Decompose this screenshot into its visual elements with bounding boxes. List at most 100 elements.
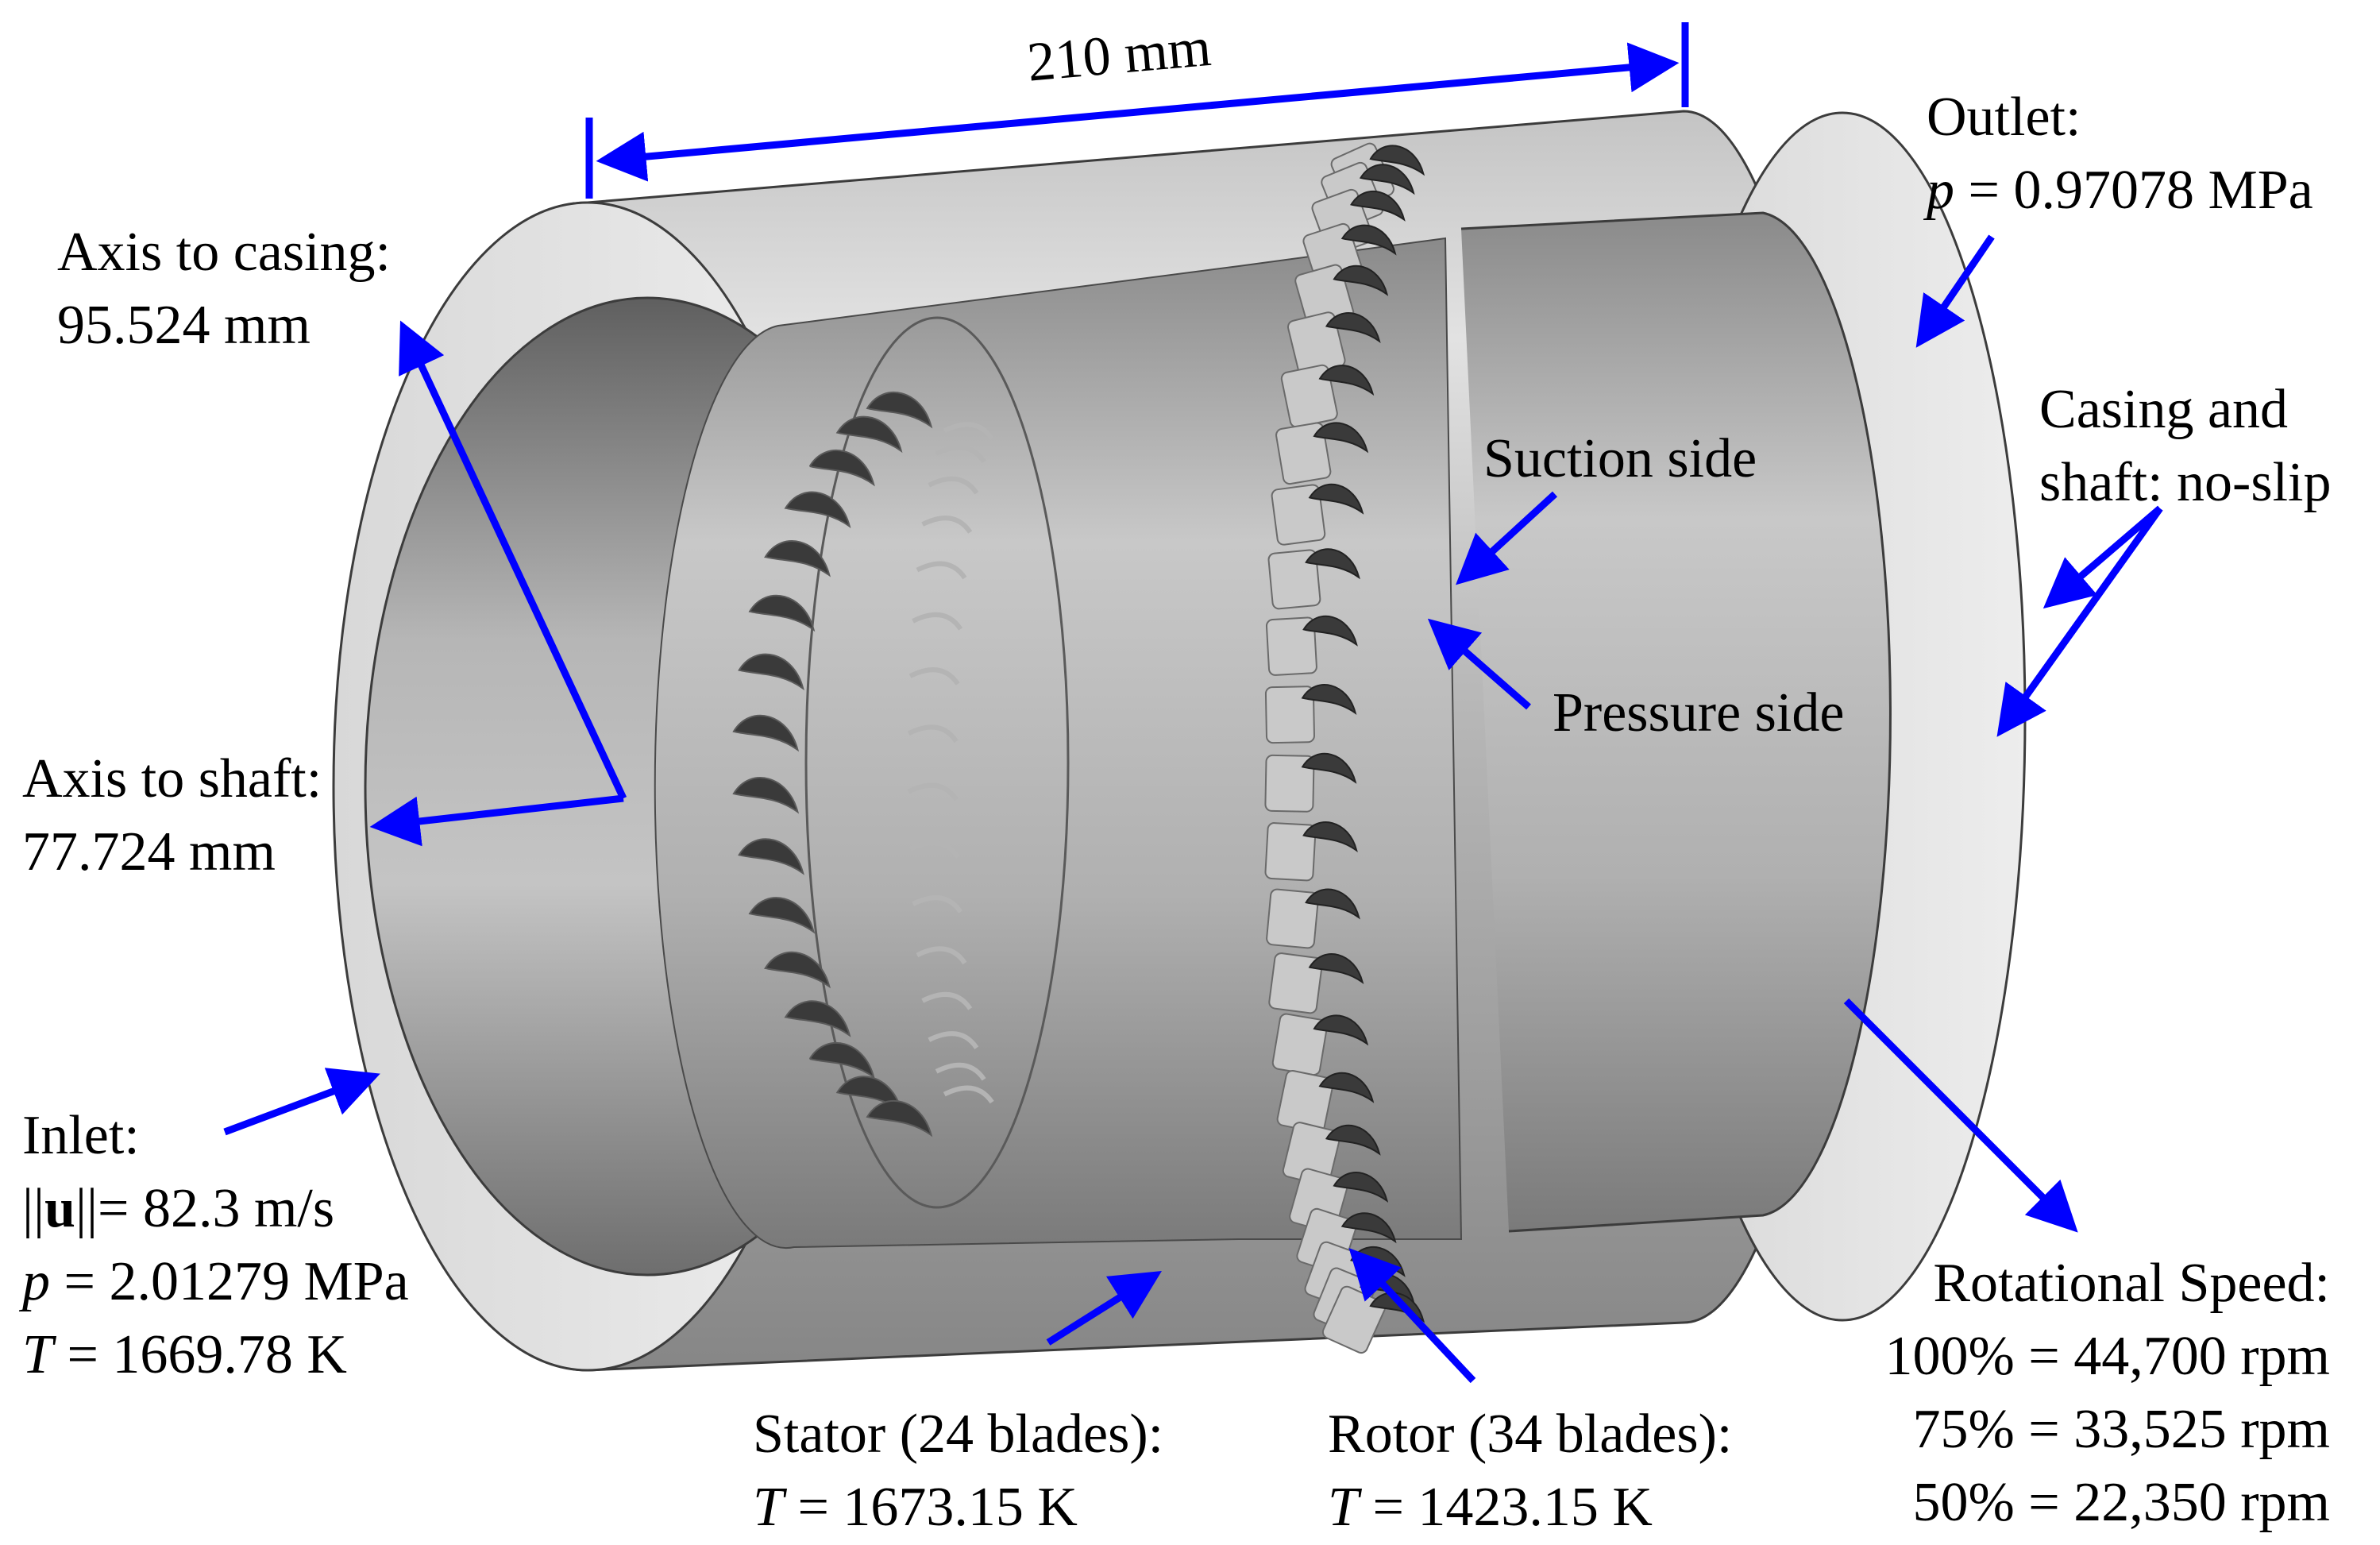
rotor-blade-body [1271, 484, 1326, 546]
length-dimension [585, 22, 1689, 199]
arrow-walls-casing [2042, 505, 2162, 609]
inlet-pressure-value: = 2.01279 MPa [50, 1251, 409, 1312]
walls-line1: Casing and [2039, 379, 2289, 440]
stator-blade [732, 777, 800, 814]
inlet-temperature-value: = 1669.78 K [52, 1324, 347, 1385]
inlet-velocity-prefix: || [22, 1178, 45, 1239]
stator-label: Stator (24 blades): T = 1673.15 K [753, 1398, 1163, 1544]
stator-blade [738, 653, 804, 691]
outlet-label: Outlet: p = 0.97078 MPa [1927, 81, 2313, 227]
outlet-pressure-symbol: p [1927, 160, 1954, 221]
rotor-blade-tip [1308, 483, 1364, 515]
stator-blade [808, 1042, 875, 1080]
stator-blade [784, 1000, 851, 1037]
stator-vane-edge [921, 516, 973, 534]
arrow-outlet [1915, 234, 1995, 348]
arrow-rotor [1348, 1248, 1476, 1384]
stator-temperature-value: = 1673.15 K [783, 1477, 1078, 1538]
stator-vane-edge [928, 1031, 979, 1049]
stator-blade [764, 540, 831, 577]
callout-arrows [223, 234, 2163, 1384]
dimension-line [596, 42, 1680, 182]
stator-blade [764, 951, 831, 989]
rotor-blade-tip [1301, 684, 1357, 716]
rotor-blade-tip [1302, 821, 1358, 853]
stator-vane-edge [907, 724, 959, 744]
inlet-velocity: ||u||= 82.3 m/s [22, 1172, 409, 1246]
arrow-axis-to-shaft [369, 794, 624, 847]
rotor-blade-tip [1308, 953, 1364, 985]
outlet-title: Outlet: [1927, 87, 2081, 148]
arrow-rotational-speed [1843, 998, 2078, 1233]
outlet-inner-edge [1460, 211, 1892, 1233]
rotor-temperature-value: = 1423.15 K [1358, 1477, 1653, 1538]
stator-blade [866, 1100, 933, 1138]
casing-radius-line2: 95.524 mm [57, 295, 311, 356]
suction-side-text: Suction side [1483, 428, 1757, 489]
rotor-blade-body [1266, 888, 1319, 949]
stator-vane-edge [921, 991, 973, 1010]
stator-vane-edge [943, 422, 994, 441]
rotor-blade-tip [1302, 615, 1358, 647]
inlet-label: Inlet: ||u||= 82.3 m/s p = 2.01279 MPa T… [22, 1099, 409, 1392]
stator-vane-edge [928, 476, 979, 495]
rotor-blade-tip [1333, 265, 1389, 296]
stator-vane-edge [943, 1085, 994, 1104]
rotational-speed-75: 75% = 33,525 rpm [1912, 1399, 2330, 1460]
rotational-speed-label: Rotational Speed: 100% = 44,700 rpm 75% … [1884, 1247, 2330, 1539]
stator-ring-edge [804, 316, 1070, 1209]
arrow-pressure-side [1427, 618, 1531, 710]
walls-label: Casing and shaft: no-slip [2039, 373, 2331, 520]
rotor-blade-tip [1301, 752, 1357, 784]
pressure-side-label: Pressure side [1553, 677, 1844, 750]
rotor-blade-tip [1340, 1212, 1397, 1244]
walls-line2: shaft: no-slip [2039, 452, 2332, 513]
casing-radius-line1: Axis to casing: [57, 222, 391, 283]
rotor-blade-body [1267, 549, 1321, 610]
inlet-temperature: T = 1669.78 K [22, 1319, 409, 1392]
inlet-temperature-symbol: T [22, 1324, 53, 1385]
rotor-blade-tip [1350, 191, 1406, 222]
shaft-radius-line2: 77.724 mm [22, 821, 276, 883]
arrow-stator [1046, 1270, 1162, 1346]
rotational-speed-100: 100% = 44,700 rpm [1884, 1326, 2330, 1387]
rotor-blade-body [1264, 754, 1315, 813]
arrow-suction-side [1456, 491, 1558, 585]
rotor-blade-tip [1305, 888, 1360, 920]
stator-vane-edge [916, 561, 967, 580]
stator-title: Stator (24 blades): [753, 1404, 1164, 1465]
suction-side-label: Suction side [1483, 423, 1757, 496]
stator-blade [784, 491, 851, 529]
rotor-blade-tip [1313, 1014, 1369, 1046]
casing-radius-label: Axis to casing: 95.524 mm [57, 216, 391, 362]
outlet-pressure-value: = 0.97078 MPa [1954, 160, 2313, 221]
rotor-blade-tip [1340, 224, 1397, 256]
shaft-body [654, 237, 1463, 1250]
pressure-side-text: Pressure side [1553, 682, 1845, 744]
rotor-blade-tip [1333, 1172, 1389, 1203]
stator-vane-edge [908, 667, 960, 686]
rotational-speed-50: 50% = 22,350 rpm [1912, 1472, 2330, 1533]
stator-blade [738, 838, 804, 875]
stator-blade [808, 450, 875, 487]
arrow-inlet [223, 1068, 380, 1136]
stator-vane-edge [935, 1062, 986, 1081]
inlet-pressure-symbol: p [22, 1251, 50, 1312]
shaft-radius-label: Axis to shaft: 77.724 mm [22, 743, 322, 889]
stator-blade [748, 594, 816, 632]
inlet-title: Inlet: [22, 1105, 140, 1166]
stator-vane-edge [912, 612, 963, 631]
rotor-blade-body [1265, 616, 1317, 676]
stator-blade [748, 897, 816, 934]
inlet-velocity-symbol: u [44, 1178, 75, 1239]
stator-vane-edge [935, 445, 986, 463]
stator-blade [835, 415, 903, 454]
inlet-velocity-value: ||= 82.3 m/s [75, 1178, 335, 1239]
stator-vane-edge [907, 782, 959, 801]
stator-blade [866, 392, 933, 429]
rotor-blade-body [1264, 822, 1317, 882]
stator-blades [732, 392, 994, 1138]
rotor-blade-tip [1318, 1072, 1375, 1103]
rotor-blade-body [1268, 952, 1323, 1014]
